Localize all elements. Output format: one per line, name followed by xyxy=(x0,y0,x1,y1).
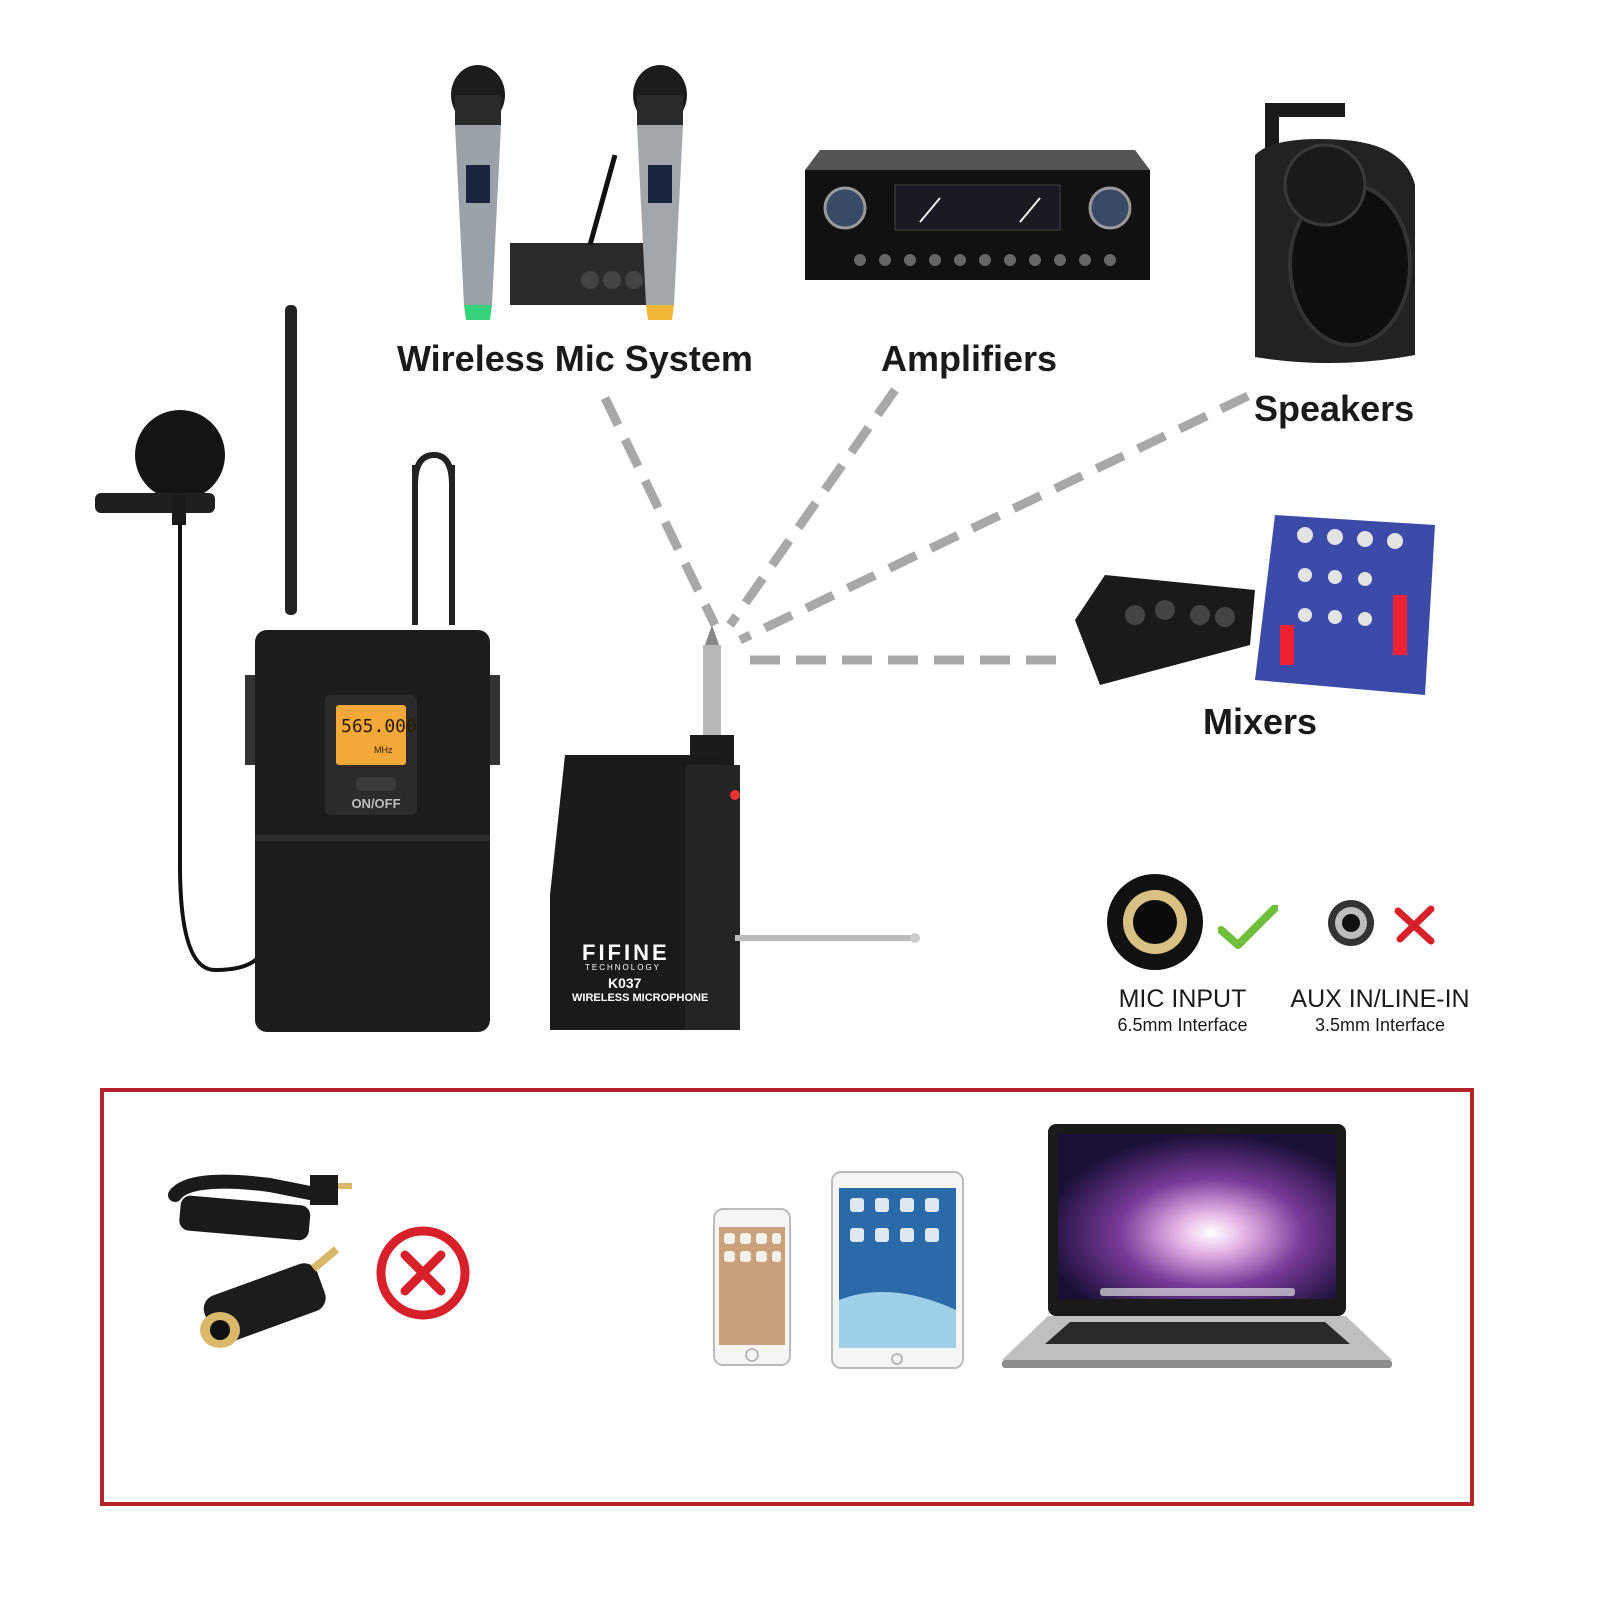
cross-icon xyxy=(1394,905,1435,945)
wireless-mic-system-image xyxy=(451,65,687,320)
label-speakers: Speakers xyxy=(1254,388,1415,429)
check-icon xyxy=(1218,905,1278,949)
mic-input-jack-icon xyxy=(1107,874,1203,970)
mic-input-title: MIC INPUT xyxy=(1118,985,1247,1013)
power-label: ON/OFF xyxy=(351,796,401,811)
prohibited-icon xyxy=(376,1226,470,1320)
tablet-image xyxy=(831,1171,964,1369)
amplifier-image xyxy=(805,150,1150,280)
label-mixers: Mixers xyxy=(1203,701,1318,742)
bodypack-transmitter xyxy=(245,305,500,1032)
receiver-brand: FIFINE xyxy=(582,940,670,965)
aux-in-title: AUX IN/LINE-IN xyxy=(1290,985,1470,1013)
receiver-brand-sub: TECHNOLOGY xyxy=(585,963,662,972)
lcd-unit: MHz xyxy=(374,745,393,755)
aux-in-subtitle: 3.5mm Interface xyxy=(1314,1015,1446,1035)
label-amplifiers: Amplifiers xyxy=(881,338,1058,379)
line-to-speakers xyxy=(738,391,1250,645)
lcd-frequency: 565.000 xyxy=(341,716,417,737)
receiver-k037 xyxy=(550,625,920,1030)
lavalier-mic-image xyxy=(95,410,262,973)
receiver-model: K037 xyxy=(608,975,642,991)
adapter-cables-image xyxy=(168,1174,352,1348)
incompatible-devices-frame xyxy=(100,1088,1474,1506)
receiver-product: WIRELESS MICROPHONE xyxy=(572,992,709,1004)
speaker-image xyxy=(1255,103,1415,364)
smartphone-image xyxy=(713,1208,791,1366)
power-button[interactable] xyxy=(356,777,396,791)
mixers-image xyxy=(1075,515,1435,695)
mic-input-subtitle: 6.5mm Interface xyxy=(1117,1015,1248,1035)
line-to-wireless-system xyxy=(600,396,720,627)
aux-in-jack-icon xyxy=(1328,900,1374,946)
line-to-amplifiers xyxy=(726,387,899,628)
label-wireless-mic-system: Wireless Mic System xyxy=(397,338,753,379)
laptop-image xyxy=(1002,1124,1392,1368)
